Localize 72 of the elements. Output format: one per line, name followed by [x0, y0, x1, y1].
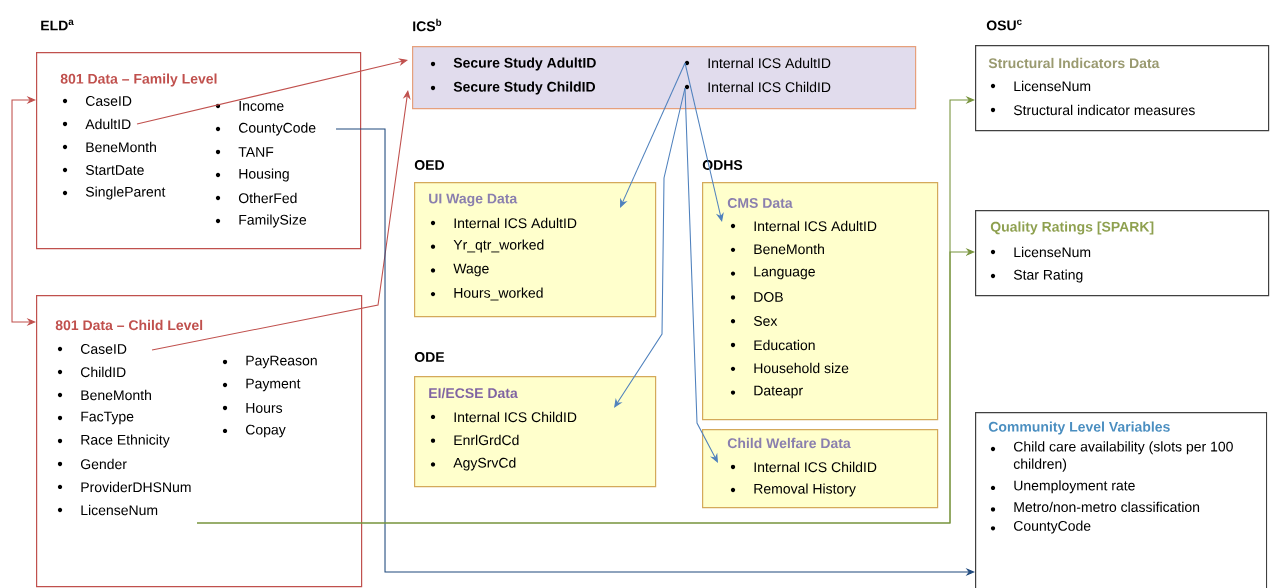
arrow — [620, 62, 686, 208]
list-item: CaseID — [62, 96, 132, 106]
list-item: Star Rating — [990, 269, 1083, 283]
box-title: Structural Indicators Data — [988, 57, 1160, 69]
list-item: Household size — [730, 362, 849, 374]
list-item: BeneMonth — [62, 141, 156, 153]
list-item: OtherFed — [215, 192, 297, 204]
box-title: Child Welfare Data — [727, 437, 851, 449]
list-item: Internal ICS ChildID — [684, 81, 831, 93]
list-item: Dateapr — [730, 385, 803, 399]
box-title: EI/ECSE Data — [429, 387, 518, 399]
list-item: FamilySize — [215, 214, 307, 228]
list-item: AdultID — [62, 118, 131, 130]
list-item: PayReason — [222, 355, 317, 369]
list-item: CaseID — [57, 344, 127, 354]
list-item: Gender — [57, 458, 127, 470]
list-item: Secure Study AdultID — [430, 57, 596, 71]
list-item: Secure Study ChildID — [430, 81, 596, 95]
list-item: Unemployment rate — [990, 480, 1135, 494]
list-item: Internal ICS ChildID — [730, 461, 877, 473]
list-item: Housing — [215, 168, 289, 182]
list-item: DOB — [730, 292, 783, 302]
list-item: CountyCode — [215, 122, 316, 136]
list-item: Education — [730, 339, 815, 351]
list-item: Income — [215, 101, 284, 111]
list-item: Metro/non-metro classification — [990, 501, 1200, 513]
list-item: Sex — [730, 316, 778, 326]
list-item: Child care availability (slots per 100 children) — [990, 441, 1233, 472]
list-item: Wage — [430, 263, 489, 277]
arrow — [684, 87, 718, 463]
list-item: EnrlGrdCd — [430, 434, 519, 446]
list-item: Payment — [222, 378, 301, 392]
list-item: AgySrvCd — [430, 457, 516, 471]
list-item: StartDate — [62, 165, 144, 175]
list-item: Internal ICS AdultID — [730, 220, 877, 232]
box-title: Quality Ratings [SPARK] — [990, 221, 1154, 235]
arrow — [151, 90, 411, 351]
list-item: CountyCode — [990, 520, 1091, 534]
section-heading: ODHS — [702, 160, 743, 170]
section-heading: OSU$^{c}$ — [986, 19, 1022, 31]
list-item: Yr_qtr_worked — [430, 239, 544, 253]
list-item: BeneMonth — [730, 243, 824, 255]
list-item: Race Ethnicity — [57, 434, 170, 448]
list-item: BeneMonth — [57, 389, 151, 401]
box-title: 801 Data – Child Level — [55, 319, 203, 331]
list-item: ChildID — [57, 366, 126, 378]
arrow — [684, 62, 724, 222]
list-item: Internal ICS AdultID — [684, 57, 831, 69]
list-item: LicenseNum — [990, 80, 1091, 92]
list-item: Hours — [222, 403, 283, 413]
list-item: TANF — [215, 147, 274, 157]
box-title: CMS Data — [727, 198, 793, 208]
list-item: LicenseNum — [57, 504, 158, 516]
list-item: Structural indicator measures — [990, 104, 1195, 116]
box-title: UI Wage Data — [429, 193, 518, 207]
list-item: Internal ICS ChildID — [430, 411, 577, 423]
arrow — [136, 58, 408, 125]
list-item: ProviderDHSNum — [57, 481, 191, 493]
section-heading: ICS$^{b}$ — [413, 18, 442, 32]
list-item: Copay — [222, 424, 286, 438]
list-item: Language — [730, 266, 815, 280]
section-heading: ELD$^{a}$ — [41, 19, 74, 31]
list-item: LicenseNum — [990, 246, 1091, 258]
box-title: Community Level Variables — [988, 421, 1170, 435]
list-item: Hours_worked — [430, 287, 543, 301]
list-item: FacType — [57, 411, 134, 425]
box-title: 801 Data – Family Level — [60, 73, 217, 87]
list-item: Internal ICS AdultID — [430, 217, 577, 229]
section-heading: ODE — [414, 352, 445, 362]
list-item: Removal History — [730, 483, 856, 497]
list-item: SingleParent — [62, 186, 166, 200]
arrow — [196, 247, 975, 524]
